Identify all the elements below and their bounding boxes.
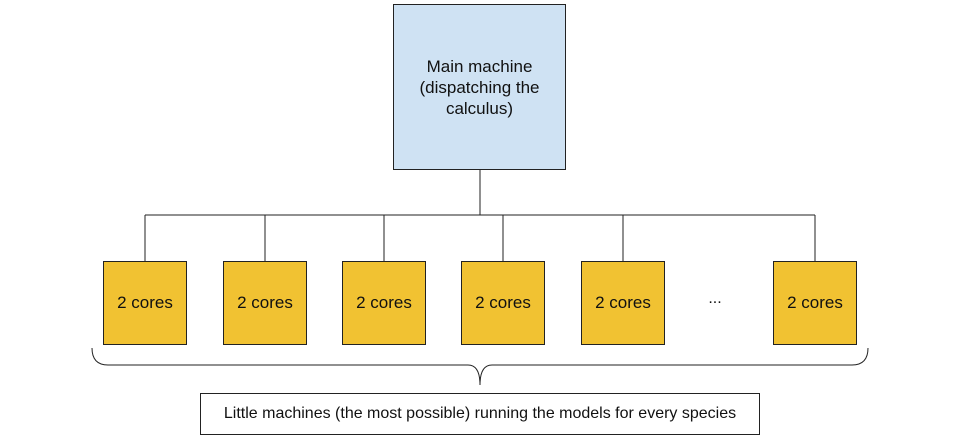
ellipsis-text: ... — [708, 290, 722, 307]
grouping-brace — [91, 347, 869, 386]
core-box-label: 2 cores — [356, 293, 412, 312]
core-box-1: 2 cores — [103, 261, 187, 345]
core-box-label: 2 cores — [237, 293, 293, 312]
main-machine-box: Main machine (dispatching the calculus) — [393, 4, 566, 170]
core-box-label: 2 cores — [595, 293, 651, 312]
core-box-3: 2 cores — [342, 261, 426, 345]
core-box-4: 2 cores — [461, 261, 545, 345]
core-box-6: 2 cores — [773, 261, 857, 345]
core-box-label: 2 cores — [787, 293, 843, 312]
core-box-label: 2 cores — [475, 293, 531, 312]
caption-text: Little machines (the most possible) runn… — [223, 405, 737, 422]
main-machine-label: Main machine (dispatching the calculus) — [419, 56, 540, 118]
core-box-label: 2 cores — [117, 293, 173, 312]
core-box-2: 2 cores — [223, 261, 307, 345]
core-box-5: 2 cores — [581, 261, 665, 345]
caption-box: Little machines (the most possible) runn… — [200, 393, 760, 435]
